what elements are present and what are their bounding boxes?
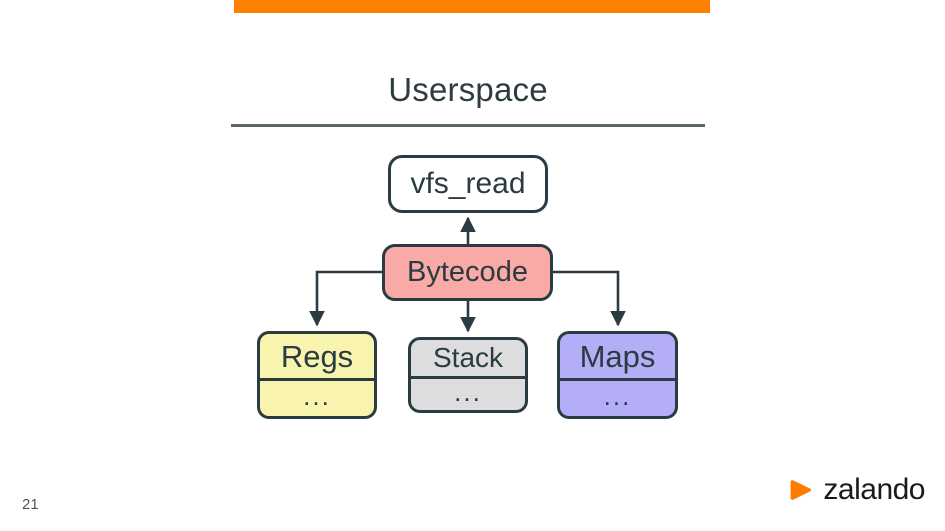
node-bytecode-label: Bytecode xyxy=(407,256,528,288)
brand-logo: zalando xyxy=(788,473,925,507)
node-stack-detail: ... xyxy=(454,376,482,407)
node-maps-detail: ... xyxy=(603,380,632,411)
node-regs-label: Regs xyxy=(280,338,354,374)
node-bytecode[interactable]: Bytecode xyxy=(382,244,553,301)
node-maps[interactable]: Maps ... xyxy=(557,331,678,419)
node-maps-divider xyxy=(560,378,675,381)
page-title: Userspace xyxy=(388,71,548,108)
node-stack-label: Stack xyxy=(432,342,504,373)
accent-bar xyxy=(234,0,710,13)
node-vfs-read[interactable]: vfs_read xyxy=(388,155,548,213)
title-divider xyxy=(231,124,705,127)
brand-name: zalando xyxy=(823,473,925,506)
edge-bytecode-to-maps xyxy=(553,270,626,327)
zalando-play-triangle-icon xyxy=(791,480,812,500)
page-number: 21 xyxy=(22,496,39,513)
node-regs[interactable]: Regs ... xyxy=(257,331,377,419)
node-regs-detail: ... xyxy=(303,380,331,411)
node-maps-label: Maps xyxy=(579,338,656,374)
edge-bytecode-to-regs xyxy=(309,270,382,327)
node-stack[interactable]: Stack ... xyxy=(408,337,528,413)
node-regs-divider xyxy=(260,378,374,381)
node-vfs-read-label: vfs_read xyxy=(410,167,526,200)
node-stack-divider xyxy=(411,376,525,379)
